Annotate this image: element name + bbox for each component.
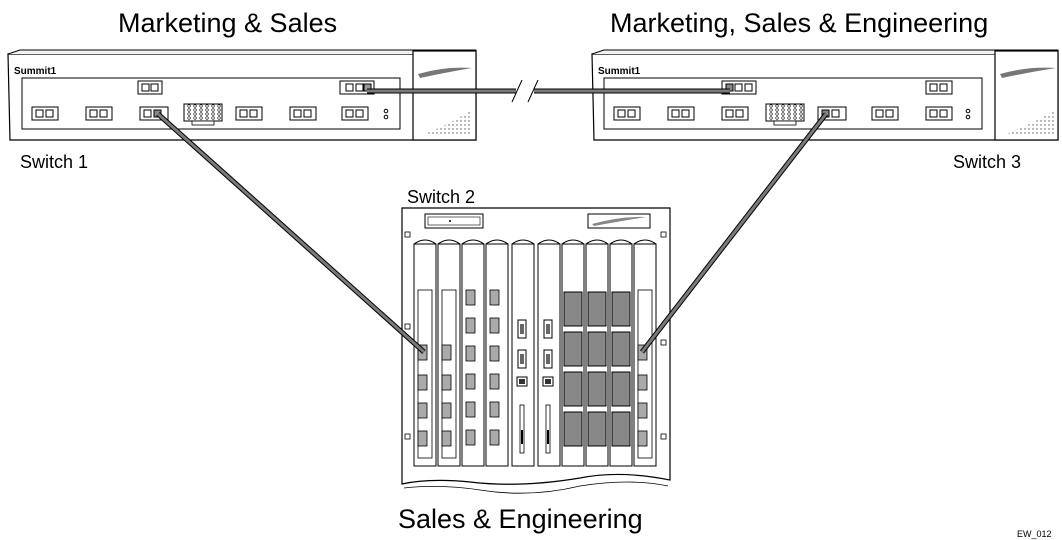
- switch-1-label: Switch 1: [20, 152, 89, 172]
- switch-2-slot-10: [633, 239, 657, 467]
- switch-2-slot-1: [413, 239, 437, 467]
- switch-2-slot-mgmt-a: [511, 239, 535, 467]
- switch-2-slot-3: [461, 239, 485, 467]
- switch-2-slot-8: [585, 239, 609, 467]
- switch-1-port-top-right: [339, 80, 375, 95]
- switch-1-device: Summit1: [7, 49, 477, 141]
- switch-2-slot-mgmt-b: [537, 239, 561, 467]
- group-label-sales-engineering: Sales & Engineering: [398, 504, 643, 534]
- switch-3-label: Switch 3: [953, 152, 1022, 172]
- switch-2-label: Switch 2: [407, 187, 476, 207]
- switch-3-texture: [1002, 110, 1055, 136]
- group-label-marketing-sales: Marketing & Sales: [118, 8, 338, 38]
- cable-break-mark-1: [511, 79, 523, 103]
- switch-1-brand: Summit1: [14, 66, 57, 77]
- cable-switch3-switch2: [640, 112, 828, 354]
- switch-1-serial-port: [183, 103, 223, 126]
- group-label-marketing-sales-engineering: Marketing, Sales & Engineering: [610, 8, 989, 38]
- switch-3-brand: Summit1: [598, 66, 641, 77]
- switch-2-slot-9: [609, 239, 633, 467]
- switch-3-port-top-right: [925, 80, 953, 95]
- figure-code: EW_012: [1017, 529, 1052, 539]
- switch-1-logo-swoosh: [418, 67, 472, 78]
- switch-2-slot-4: [485, 239, 509, 467]
- cable-break-mark-2: [527, 79, 539, 103]
- cable-switch1-switch2: [156, 112, 426, 354]
- switch-2-chassis: [401, 207, 671, 494]
- switch-3-serial-port: [765, 103, 805, 126]
- switch-1-texture: [420, 110, 472, 136]
- switch-3-logo-swoosh: [1000, 67, 1056, 78]
- switch-2-slot-7: [561, 239, 585, 467]
- switch-3-port-row: [613, 103, 971, 126]
- switch-3-device: Summit1: [591, 49, 1059, 141]
- cable-switch1-switch3: [367, 79, 730, 103]
- switch-2-logo-swoosh: [592, 216, 646, 226]
- switch-2-slot-2: [437, 239, 461, 467]
- switch-1-port-top-left: [137, 80, 163, 95]
